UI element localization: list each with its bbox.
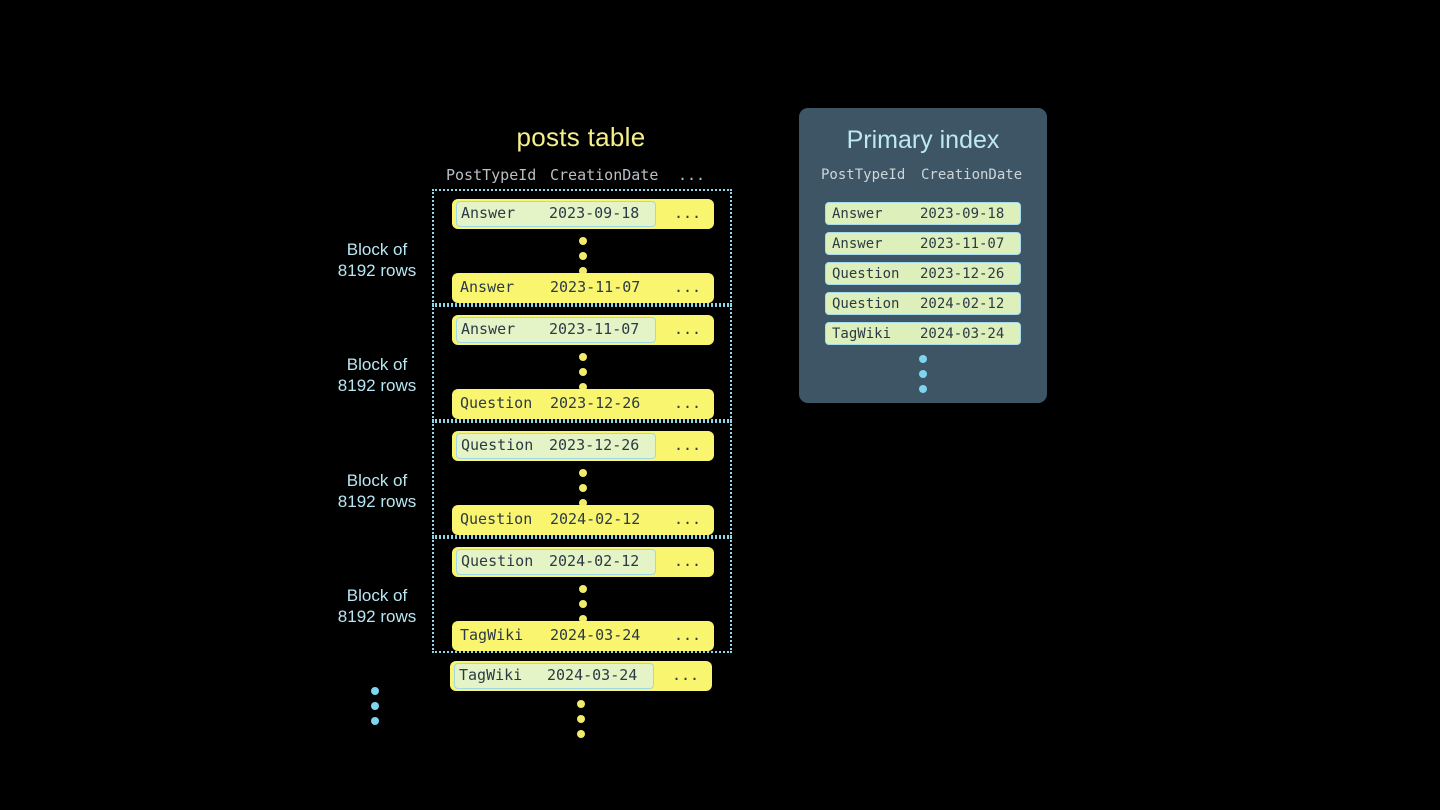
row-creation-date: 2024-03-24	[550, 626, 641, 644]
row-post-type-id: Question	[461, 552, 534, 570]
table-row[interactable]: Question 2024-02-12 ...	[452, 547, 714, 577]
row-post-type-id: Answer	[460, 278, 515, 296]
column-header-creation-date: CreationDate	[550, 166, 659, 184]
index-row[interactable]: Question 2024-02-12	[825, 292, 1021, 315]
primary-index-panel: Primary index PostTypeId CreationDate An…	[799, 108, 1047, 403]
primary-index-column-headers: PostTypeId CreationDate	[821, 167, 1031, 187]
row-post-type-id: Question	[460, 510, 533, 528]
table-row[interactable]: Answer 2023-11-07 ...	[452, 315, 714, 345]
row-more: ...	[672, 666, 700, 684]
index-row-creation-date: 2023-12-26	[920, 266, 1005, 282]
block-label-1: Block of 8192 rows	[312, 239, 442, 281]
row-more: ...	[674, 626, 702, 644]
block-3: Question 2023-12-26 ... Question 2024-02…	[432, 421, 732, 537]
row-post-type-id: Question	[460, 394, 533, 412]
primary-index-title: Primary index	[846, 126, 1000, 154]
block-4: Question 2024-02-12 ... TagWiki 2024-03-…	[432, 537, 732, 653]
block-label-line2: 8192 rows	[337, 492, 417, 511]
row-creation-date: 2023-11-07	[549, 320, 640, 338]
block-label-2: Block of 8192 rows	[312, 354, 442, 396]
row-post-type-id: Question	[461, 436, 534, 454]
column-header-post-type-id: PostTypeId	[821, 167, 906, 183]
row-post-type-id: TagWiki	[460, 626, 524, 644]
table-row[interactable]: Question 2024-02-12 ...	[452, 505, 714, 535]
table-row[interactable]: Question 2023-12-26 ...	[452, 431, 714, 461]
block-labels-ellipsis-dots	[371, 687, 379, 732]
index-row-post-type-id: Answer	[832, 236, 883, 252]
index-row[interactable]: Answer 2023-11-07	[825, 232, 1021, 255]
column-header-more: ...	[678, 166, 706, 184]
table-row[interactable]: Answer 2023-09-18 ...	[452, 199, 714, 229]
posts-table-column-headers: PostTypeId CreationDate ...	[446, 166, 726, 186]
block-label-line2: 8192 rows	[337, 607, 417, 626]
posts-table-ellipsis-dots	[577, 700, 585, 745]
block-label-4: Block of 8192 rows	[312, 585, 442, 627]
index-row-creation-date: 2023-09-18	[920, 206, 1005, 222]
row-more: ...	[674, 204, 702, 222]
row-more: ...	[674, 278, 702, 296]
row-more: ...	[674, 436, 702, 454]
column-header-post-type-id: PostTypeId	[446, 166, 537, 184]
row-highlight-box	[454, 663, 654, 689]
row-post-type-id: Answer	[461, 320, 516, 338]
index-row[interactable]: Answer 2023-09-18	[825, 202, 1021, 225]
row-more: ...	[674, 320, 702, 338]
table-row[interactable]: TagWiki 2024-03-24 ...	[452, 621, 714, 651]
block-label-line1: Block of	[346, 240, 408, 259]
table-row[interactable]: Answer 2023-11-07 ...	[452, 273, 714, 303]
row-highlight-box	[456, 201, 656, 227]
index-row-post-type-id: Question	[832, 266, 900, 282]
block-label-line1: Block of	[346, 586, 408, 605]
row-creation-date: 2024-02-12	[550, 510, 641, 528]
index-row-post-type-id: Question	[832, 296, 900, 312]
block-label-line1: Block of	[346, 355, 408, 374]
index-row-creation-date: 2024-03-24	[920, 326, 1005, 342]
index-row[interactable]: TagWiki 2024-03-24	[825, 322, 1021, 345]
row-ellipsis-dots	[579, 585, 587, 630]
index-row[interactable]: Question 2023-12-26	[825, 262, 1021, 285]
index-row-creation-date: 2024-02-12	[920, 296, 1005, 312]
row-creation-date: 2023-12-26	[549, 436, 640, 454]
row-post-type-id: Answer	[461, 204, 516, 222]
table-row-trailing[interactable]: TagWiki 2024-03-24 ...	[450, 661, 712, 691]
table-row[interactable]: Question 2023-12-26 ...	[452, 389, 714, 419]
index-row-post-type-id: TagWiki	[832, 326, 892, 342]
row-post-type-id: TagWiki	[459, 666, 523, 684]
block-label-line2: 8192 rows	[337, 376, 417, 395]
row-creation-date: 2023-11-07	[550, 278, 641, 296]
column-header-creation-date: CreationDate	[921, 167, 1023, 183]
index-row-post-type-id: Answer	[832, 206, 883, 222]
block-label-3: Block of 8192 rows	[312, 470, 442, 512]
row-ellipsis-dots	[579, 353, 587, 398]
row-more: ...	[674, 394, 702, 412]
primary-index-ellipsis-dots	[919, 355, 927, 400]
row-more: ...	[674, 552, 702, 570]
block-label-line2: 8192 rows	[337, 261, 417, 280]
row-ellipsis-dots	[579, 237, 587, 282]
posts-table-title: posts table	[516, 122, 646, 152]
block-label-line1: Block of	[346, 471, 408, 490]
block-1: Answer 2023-09-18 ... Answer 2023-11-07 …	[432, 189, 732, 305]
row-more: ...	[674, 510, 702, 528]
block-2: Answer 2023-11-07 ... Question 2023-12-2…	[432, 305, 732, 421]
row-highlight-box	[456, 317, 656, 343]
row-highlight-box	[456, 433, 656, 459]
index-row-creation-date: 2023-11-07	[920, 236, 1005, 252]
row-ellipsis-dots	[579, 469, 587, 514]
row-highlight-box	[456, 549, 656, 575]
row-creation-date: 2024-03-24	[547, 666, 638, 684]
row-creation-date: 2024-02-12	[549, 552, 640, 570]
row-creation-date: 2023-12-26	[550, 394, 641, 412]
row-creation-date: 2023-09-18	[549, 204, 640, 222]
